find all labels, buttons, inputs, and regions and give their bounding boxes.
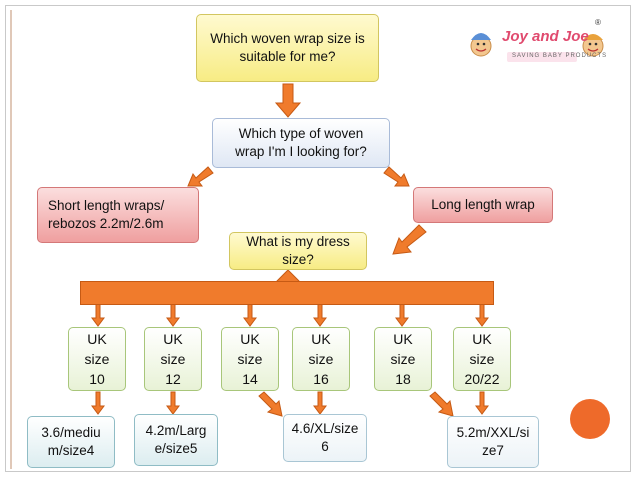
size-uk-16-text: UK size 16 bbox=[307, 329, 335, 389]
long-length-wrap: Long length wrap bbox=[413, 187, 553, 223]
question-wrap-type: Which type of woven wrap I'm I looking f… bbox=[212, 118, 390, 168]
arrow-bar-size10 bbox=[92, 304, 104, 326]
arrow-long-to-dress bbox=[393, 225, 426, 254]
arrow-size18-result bbox=[430, 392, 453, 416]
short-length-wraps-text: Short length wraps/ rebozos 2.2m/2.6m bbox=[48, 197, 198, 233]
dress-size-question-text: What is my dress size? bbox=[242, 233, 354, 269]
size-uk-16: UK size 16 bbox=[292, 327, 350, 391]
arrow-down-main bbox=[276, 84, 300, 117]
long-length-wrap-text: Long length wrap bbox=[431, 196, 535, 214]
result-size5: 4.2m/Large/size5 bbox=[134, 414, 218, 466]
question-wrap-size-text: Which woven wrap size is suitable for me… bbox=[207, 30, 368, 66]
arrow-bar-size20 bbox=[476, 304, 488, 326]
size-distribution-bar bbox=[80, 281, 494, 305]
question-wrap-size: Which woven wrap size is suitable for me… bbox=[196, 14, 379, 82]
result-size5-text: 4.2m/Large/size5 bbox=[143, 422, 209, 458]
question-wrap-type-text: Which type of woven wrap I'm I looking f… bbox=[223, 125, 379, 161]
arrow-bar-size14 bbox=[244, 304, 256, 326]
size-uk-18-text: UK size 18 bbox=[389, 329, 417, 389]
size-uk-10: UK size 10 bbox=[68, 327, 126, 391]
arrow-bar-size16 bbox=[314, 304, 326, 326]
arrow-size20-result bbox=[476, 392, 488, 414]
arrow-to-short bbox=[188, 167, 213, 186]
size-uk-10-text: UK size 10 bbox=[83, 329, 111, 389]
result-size4-text: 3.6/medium/size4 bbox=[36, 424, 106, 460]
result-size4: 3.6/medium/size4 bbox=[27, 416, 115, 468]
result-size7-text: 5.2m/XXL/size7 bbox=[456, 424, 530, 460]
size-uk-14: UK size 14 bbox=[221, 327, 279, 391]
arrow-size14-result bbox=[259, 392, 282, 416]
arrow-bar-size18 bbox=[396, 304, 408, 326]
result-size6-text: 4.6/XL/size6 bbox=[290, 420, 360, 456]
short-length-wraps: Short length wraps/ rebozos 2.2m/2.6m bbox=[37, 187, 199, 243]
size-uk-12: UK size 12 bbox=[144, 327, 202, 391]
dress-size-question: What is my dress size? bbox=[229, 232, 367, 270]
size-uk-18: UK size 18 bbox=[374, 327, 432, 391]
arrow-to-long bbox=[384, 167, 409, 186]
size-uk-20-22-text: UK size 20/22 bbox=[460, 329, 504, 389]
arrow-size16-result bbox=[314, 392, 326, 414]
size-uk-20-22: UK size 20/22 bbox=[453, 327, 511, 391]
result-size6: 4.6/XL/size6 bbox=[283, 414, 367, 462]
result-size7: 5.2m/XXL/size7 bbox=[447, 416, 539, 468]
arrow-bar-size12 bbox=[167, 304, 179, 326]
arrow-size12-result bbox=[167, 392, 179, 414]
size-uk-14-text: UK size 14 bbox=[236, 329, 264, 389]
size-uk-12-text: UK size 12 bbox=[159, 329, 187, 389]
arrow-size10-result bbox=[92, 392, 104, 414]
